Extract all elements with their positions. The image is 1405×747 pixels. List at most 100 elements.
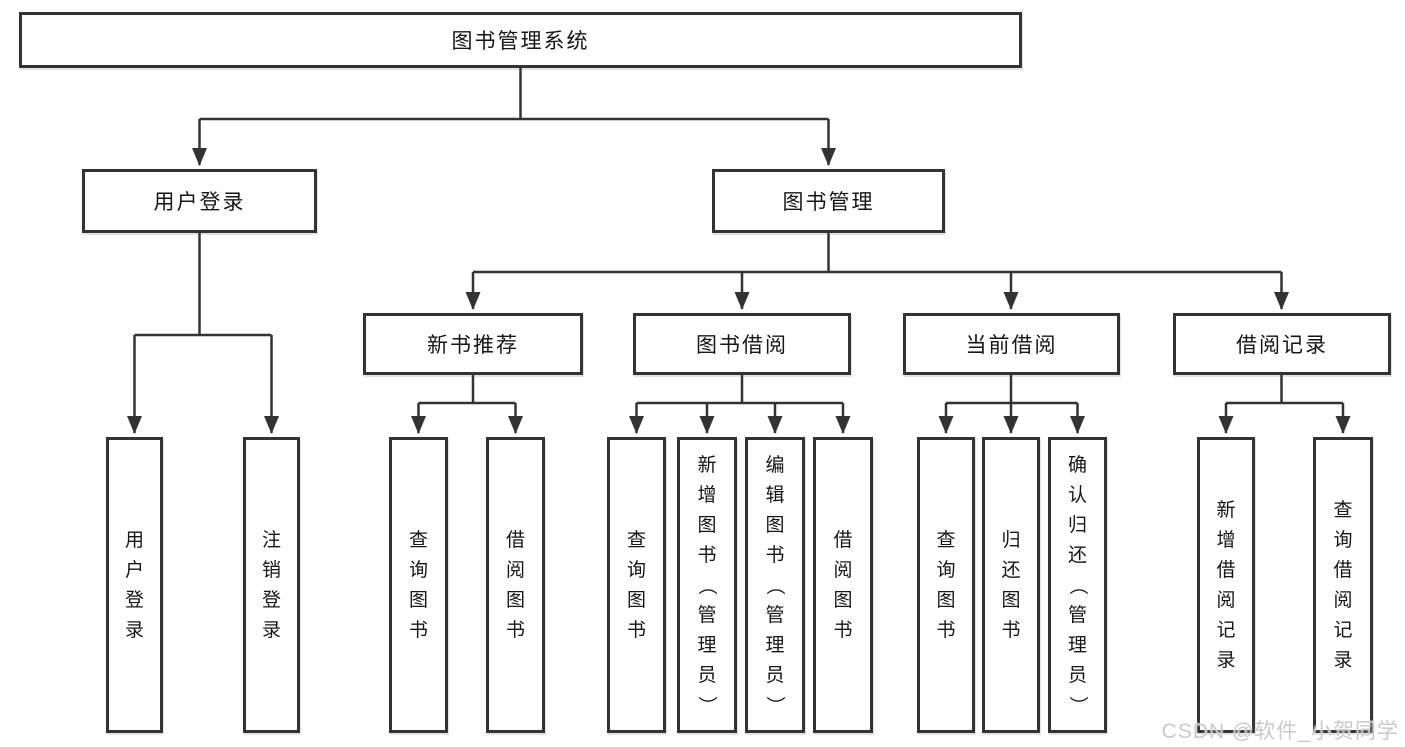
leaf-label-char: 确 <box>1067 454 1087 476</box>
leaf-label-char: 理 <box>1067 634 1087 656</box>
leaf-label-char: 图 <box>626 589 646 611</box>
leaf-label-char: 查 <box>408 529 428 551</box>
leaf-label-char: ） <box>764 695 786 715</box>
leaf-label-char: 书 <box>626 619 646 641</box>
leaf-label-char: 员 <box>697 664 717 686</box>
leaf-records-query-record: 查询借阅记录 <box>1313 437 1373 733</box>
leaf-label-char: 录 <box>124 619 144 641</box>
leaf-label-char: （ <box>764 575 786 595</box>
leaf-recommend-borrow-books: 借阅图书 <box>486 437 545 733</box>
node-book-borrowing: 图书借阅 <box>633 313 851 375</box>
leaf-label-char: 图 <box>936 589 956 611</box>
leaf-logout-login: 注销登录 <box>243 437 300 733</box>
node-book-borrowing-label: 图书借阅 <box>696 334 788 357</box>
node-book-management-label: 图书管理 <box>782 191 875 214</box>
leaf-label-char: （ <box>696 575 718 595</box>
leaf-label-char: 图 <box>1001 589 1021 611</box>
csdn-watermark: CSDN @软件_小贺同学 <box>1161 720 1399 743</box>
leaf-label-char: 员 <box>1067 664 1087 686</box>
node-new-book-recommendation-label: 新书推荐 <box>427 334 519 357</box>
leaf-recommend-query-books: 查询图书 <box>389 437 448 733</box>
leaf-label-char: ） <box>1066 695 1088 715</box>
leaf-label-char: 新 <box>697 454 717 476</box>
leaf-label-char: 登 <box>124 589 144 611</box>
node-borrowing-records-label: 借阅记录 <box>1236 334 1328 357</box>
node-root-label: 图书管理系统 <box>451 30 590 53</box>
leaf-label-char: 登 <box>261 589 281 611</box>
leaf-label-char: 辑 <box>765 484 785 506</box>
leaf-label-char: 借 <box>1216 559 1236 581</box>
leaf-label-char: 增 <box>697 484 717 506</box>
leaf-label-char: 还 <box>1067 544 1087 566</box>
leaf-label-char: 阅 <box>1216 589 1236 611</box>
node-user-login-label: 用户登录 <box>153 191 246 214</box>
leaf-label-char: 归 <box>1067 514 1087 536</box>
leaf-label-char: 用 <box>124 529 144 551</box>
node-user-login: 用户登录 <box>82 169 317 233</box>
leaf-label-char: 图 <box>765 514 785 536</box>
leaf-label-char: 询 <box>936 559 956 581</box>
leaf-label-char: 户 <box>124 559 144 581</box>
leaf-label-char: 书 <box>833 619 853 641</box>
leaf-label-char: 书 <box>1001 619 1021 641</box>
leaf-label-char: 记 <box>1333 619 1353 641</box>
leaf-label-char: 还 <box>1001 559 1021 581</box>
leaf-label-char: 图 <box>408 589 428 611</box>
leaf-current-confirm-return-admin: 确认归还 （ 管理员 ） <box>1048 437 1107 733</box>
node-current-borrowing: 当前借阅 <box>903 313 1120 375</box>
leaf-borrowing-add-book-admin: 新增图书 （ 管理员 ） <box>677 437 737 733</box>
leaf-label-char: 阅 <box>1333 589 1353 611</box>
leaf-label-char: 增 <box>1216 529 1236 551</box>
leaf-label-char: 理 <box>697 634 717 656</box>
leaf-label-char: 记 <box>1216 619 1236 641</box>
leaf-label-char: 书 <box>505 619 525 641</box>
leaf-label-char: 图 <box>505 589 525 611</box>
leaf-label-char: 询 <box>1333 529 1353 551</box>
leaf-borrowing-edit-book-admin: 编辑图书 （ 管理员 ） <box>745 437 805 733</box>
leaf-label-char: 理 <box>765 634 785 656</box>
leaf-label-char: 销 <box>261 559 281 581</box>
leaf-label-char: 录 <box>1216 649 1236 671</box>
leaf-label-char: 图 <box>833 589 853 611</box>
leaf-label-char: 图 <box>697 514 717 536</box>
leaf-label-char: 归 <box>1001 529 1021 551</box>
leaf-borrowing-query-books: 查询图书 <box>607 437 666 733</box>
leaf-label-char: 录 <box>261 619 281 641</box>
leaf-label-char: 管 <box>697 604 717 626</box>
leaf-label-char: 借 <box>1333 559 1353 581</box>
leaf-label-char: 查 <box>936 529 956 551</box>
leaf-label-char: 阅 <box>833 559 853 581</box>
leaf-current-query-books: 查询图书 <box>917 437 975 733</box>
leaf-label-char: 录 <box>1333 649 1353 671</box>
leaf-label-char: 注 <box>261 529 281 551</box>
leaf-label-char: 书 <box>936 619 956 641</box>
node-new-book-recommendation: 新书推荐 <box>363 313 583 375</box>
node-borrowing-records: 借阅记录 <box>1173 313 1391 375</box>
leaf-label-char: （ <box>1066 575 1088 595</box>
leaf-label-char: 查 <box>1333 499 1353 521</box>
leaf-user-login: 用户登录 <box>106 437 163 733</box>
leaf-label-char: 新 <box>1216 499 1236 521</box>
leaf-label-char: 员 <box>765 664 785 686</box>
leaf-label-char: 认 <box>1067 484 1087 506</box>
leaf-label-char: 阅 <box>505 559 525 581</box>
leaf-label-char: ） <box>696 695 718 715</box>
leaf-label-char: 借 <box>505 529 525 551</box>
leaf-label-char: 管 <box>1067 604 1087 626</box>
leaf-borrowing-borrow-books: 借阅图书 <box>813 437 873 733</box>
leaf-label-char: 书 <box>697 544 717 566</box>
leaf-current-return-books: 归还图书 <box>982 437 1040 733</box>
node-current-borrowing-label: 当前借阅 <box>965 334 1058 357</box>
leaf-label-char: 借 <box>833 529 853 551</box>
leaf-label-char: 查 <box>626 529 646 551</box>
leaf-label-char: 管 <box>765 604 785 626</box>
leaf-records-add-record: 新增借阅记录 <box>1197 437 1255 733</box>
node-book-management: 图书管理 <box>712 169 945 233</box>
leaf-label-char: 编 <box>765 454 785 476</box>
node-root: 图书管理系统 <box>19 12 1022 68</box>
leaf-label-char: 书 <box>765 544 785 566</box>
leaf-label-char: 书 <box>408 619 428 641</box>
leaf-label-char: 询 <box>408 559 428 581</box>
